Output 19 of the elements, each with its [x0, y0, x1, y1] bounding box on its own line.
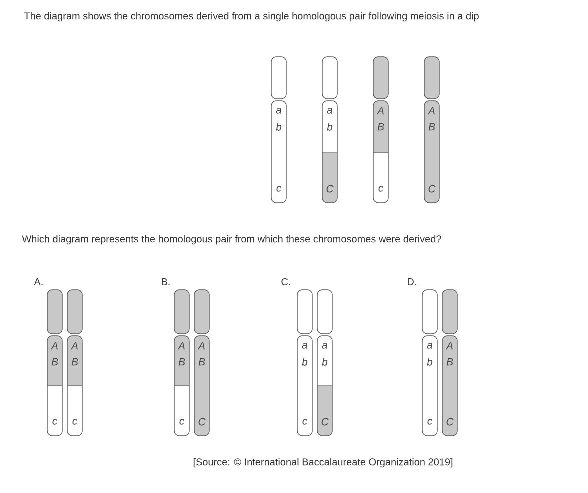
option-letter: B. [162, 278, 170, 286]
option-letter: C. [282, 278, 290, 286]
source-text: [Source: © International Baccalaureate Organization 2019] [194, 458, 453, 468]
question-text: Which diagram represents the homologous pair from which these chromosomes were derived? [22, 235, 442, 245]
chromosome: a b c [422, 290, 438, 436]
chromosome: A B c [373, 56, 389, 204]
chromosome: A B c [174, 290, 190, 436]
chromosome: a b C [317, 290, 333, 436]
chromosome: A B c [47, 290, 63, 436]
chromosome: a b c [271, 56, 287, 204]
option-letter: D. [408, 278, 416, 286]
chromosome: a b C [322, 56, 338, 204]
intro-text: The diagram shows the chromosomes derived from a single homologous pair following meiosis in a dip [24, 12, 479, 22]
chromosome: A B c [67, 290, 83, 436]
chromosome: A B C [442, 290, 458, 436]
chromosome: A B C [424, 56, 440, 204]
option-letter: A. [34, 278, 43, 286]
chromosome: A B C [194, 290, 210, 436]
chromosome: a b c [297, 290, 313, 436]
